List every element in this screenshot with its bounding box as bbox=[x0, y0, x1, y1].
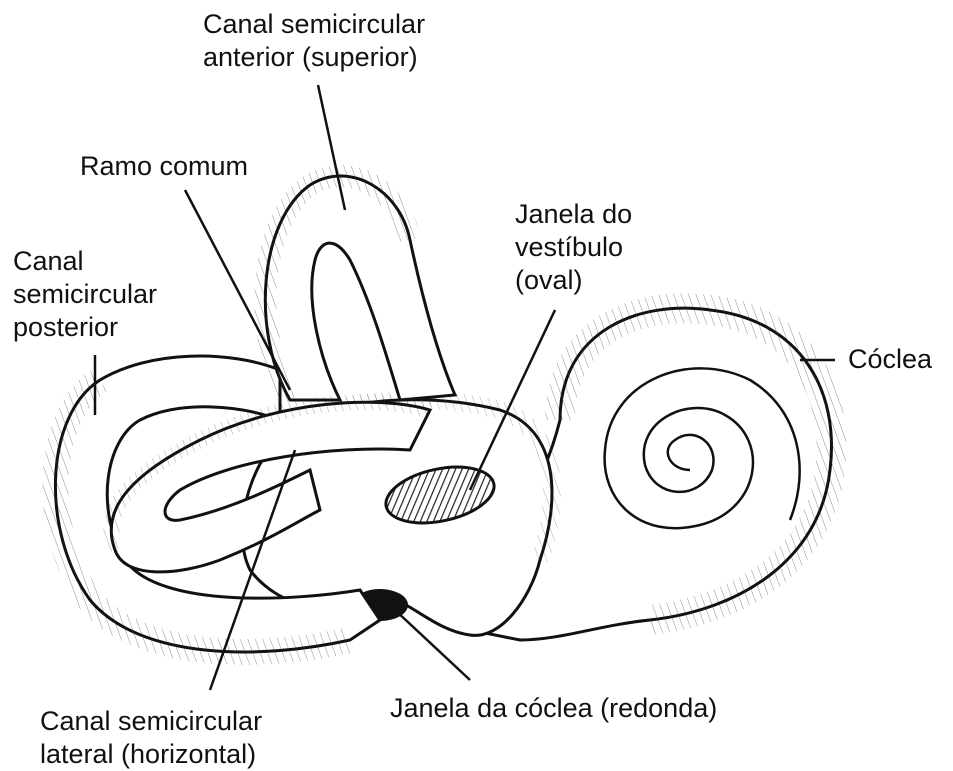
label-lateral-canal: Canal semicircular lateral (horizontal) bbox=[40, 705, 262, 771]
label-anterior-canal: Canal semicircular anterior (superior) bbox=[203, 8, 425, 74]
label-posterior-canal: Canal semicircular posterior bbox=[13, 245, 157, 344]
label-coclea: Cóclea bbox=[848, 343, 932, 376]
anterior-canal-shape bbox=[265, 176, 455, 400]
label-janela-coclea: Janela da cóclea (redonda) bbox=[390, 692, 717, 725]
label-ramo-comum: Ramo comum bbox=[80, 150, 248, 183]
label-janela-vestibulo: Janela do vestíbulo (oval) bbox=[515, 198, 632, 297]
